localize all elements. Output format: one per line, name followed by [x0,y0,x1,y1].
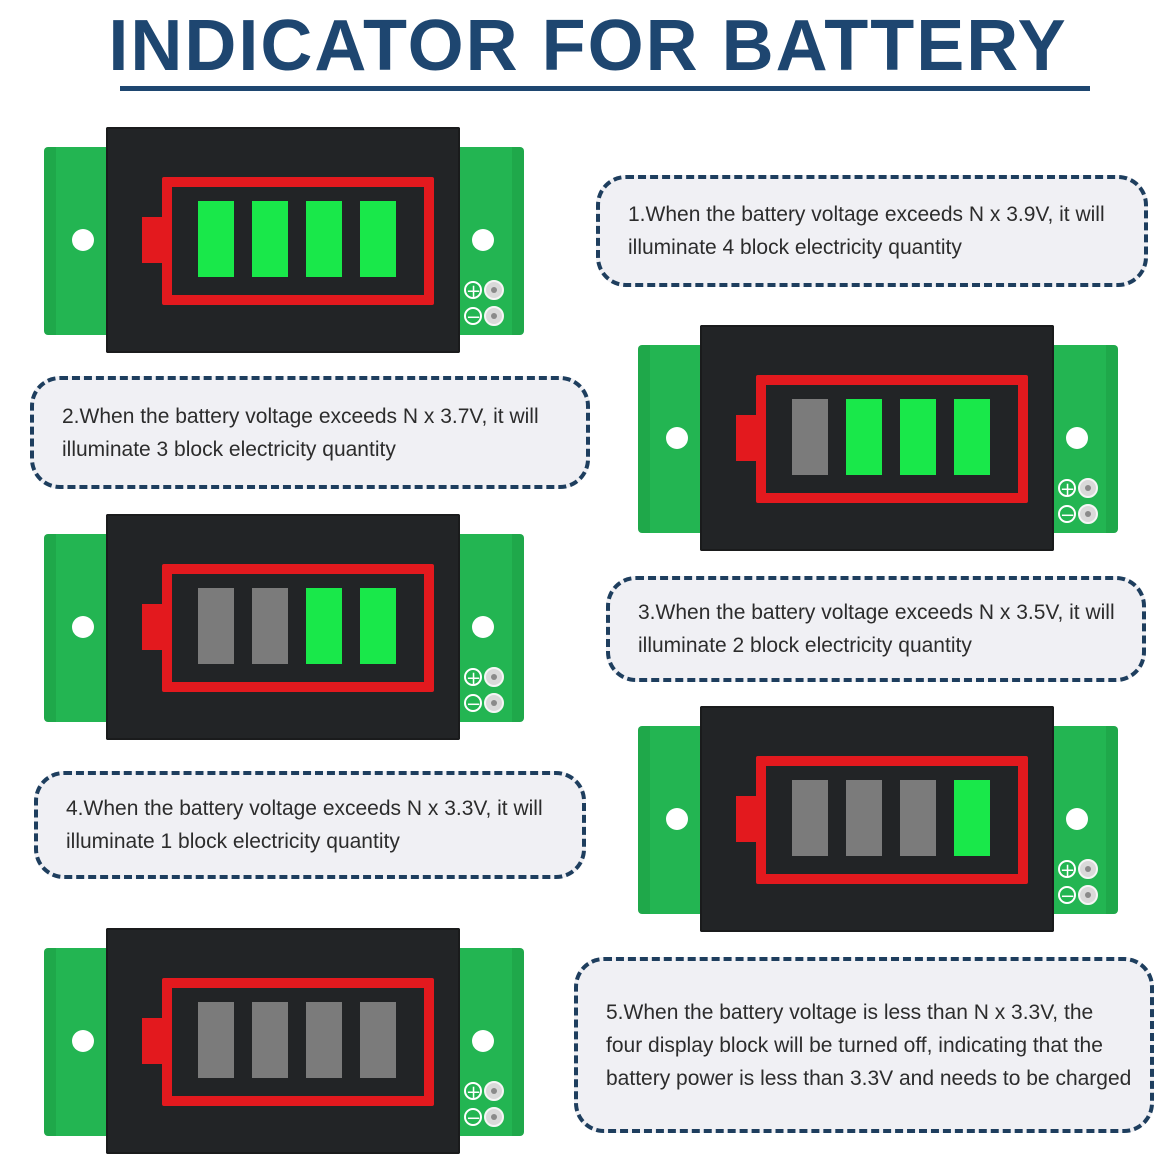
solder-pad [1078,478,1098,498]
charge-block-off [306,1002,342,1078]
terminal-row: + [464,277,516,303]
charge-block-lit [252,201,288,277]
charge-block-lit [198,201,234,277]
charge-block-off [900,780,936,856]
terminal-row: − [1058,501,1110,527]
terminal-row: + [1058,856,1110,882]
terminals: +− [464,1078,516,1134]
mounting-hole-left [72,616,94,638]
battery-outline-frame [162,978,434,1106]
callout-0-block-text: 5.When the battery voltage is less than … [606,1000,1132,1090]
terminal-row: + [464,1078,516,1104]
charge-block-off [252,1002,288,1078]
solder-pad [484,280,504,300]
mounting-hole-left [666,808,688,830]
plus-terminal-icon: + [464,668,482,689]
lcd-display [700,325,1054,551]
battery-terminal-nub [736,796,756,842]
battery-terminal-nub [142,217,162,263]
terminal-row: − [464,690,516,716]
plus-terminal-icon: + [1058,860,1076,881]
terminals: +− [464,664,516,720]
terminal-row: − [464,303,516,329]
lcd-display [106,127,460,353]
mounting-hole-left [72,1030,94,1052]
charge-block-off [846,780,882,856]
charge-block-off [252,588,288,664]
charge-block-off [198,588,234,664]
mounting-hole-right [472,616,494,638]
page-title: INDICATOR FOR BATTERY [108,6,1068,86]
mounting-hole-right [472,229,494,251]
charge-block-lit [954,780,990,856]
solder-pad [484,693,504,713]
plus-terminal-icon: + [464,1082,482,1103]
minus-terminal-icon: − [1058,886,1076,907]
solder-pad [1078,859,1098,879]
battery-outline-frame [756,375,1028,503]
lcd-display [106,514,460,740]
callout-1-block: 4.When the battery voltage exceeds N x 3… [34,771,586,879]
terminal-row: − [1058,882,1110,908]
battery-module-1-block: +− [638,706,1118,934]
solder-pad [1078,885,1098,905]
mounting-hole-left [72,229,94,251]
callout-0-block: 5.When the battery voltage is less than … [574,957,1154,1133]
title-underline [120,86,1090,91]
terminal-row: − [464,1104,516,1130]
minus-terminal-icon: − [464,1108,482,1129]
solder-pad [484,1107,504,1127]
battery-outline-frame [756,756,1028,884]
charge-block-lit [360,201,396,277]
callout-2-block: 3.When the battery voltage exceeds N x 3… [606,576,1146,682]
terminals: +− [464,277,516,333]
battery-module-2-block: +− [44,514,524,742]
lcd-display [106,928,460,1154]
solder-pad [484,306,504,326]
charge-block-off [792,780,828,856]
terminal-row: + [464,664,516,690]
mounting-hole-right [1066,427,1088,449]
terminals: +− [1058,856,1110,912]
battery-module-4-block: +− [44,127,524,355]
minus-terminal-icon: − [464,694,482,715]
plus-terminal-icon: + [1058,479,1076,500]
solder-pad [1078,504,1098,524]
charge-block-lit [954,399,990,475]
solder-pad [484,667,504,687]
charge-block-lit [900,399,936,475]
battery-terminal-nub [142,604,162,650]
mounting-hole-left [666,427,688,449]
terminal-row: + [1058,475,1110,501]
callout-3-block: 2.When the battery voltage exceeds N x 3… [30,376,590,489]
battery-module-0-block: +− [44,928,524,1156]
callout-3-block-text: 2.When the battery voltage exceeds N x 3… [62,404,539,461]
charge-block-off [792,399,828,475]
charge-block-off [198,1002,234,1078]
callout-1-block-text: 4.When the battery voltage exceeds N x 3… [66,797,543,853]
mounting-hole-right [1066,808,1088,830]
callout-2-block-text: 3.When the battery voltage exceeds N x 3… [638,601,1115,657]
minus-terminal-icon: − [1058,505,1076,526]
mounting-hole-right [472,1030,494,1052]
battery-module-3-block: +− [638,325,1118,553]
callout-4-block-text: 1.When the battery voltage exceeds N x 3… [628,203,1105,259]
charge-block-lit [360,588,396,664]
charge-block-lit [306,588,342,664]
charge-block-off [360,1002,396,1078]
callout-4-block: 1.When the battery voltage exceeds N x 3… [596,175,1148,287]
plus-terminal-icon: + [464,281,482,302]
charge-block-lit [846,399,882,475]
terminals: +− [1058,475,1110,531]
minus-terminal-icon: − [464,307,482,328]
solder-pad [484,1081,504,1101]
battery-terminal-nub [142,1018,162,1064]
lcd-display [700,706,1054,932]
charge-block-lit [306,201,342,277]
battery-terminal-nub [736,415,756,461]
battery-outline-frame [162,177,434,305]
battery-outline-frame [162,564,434,692]
